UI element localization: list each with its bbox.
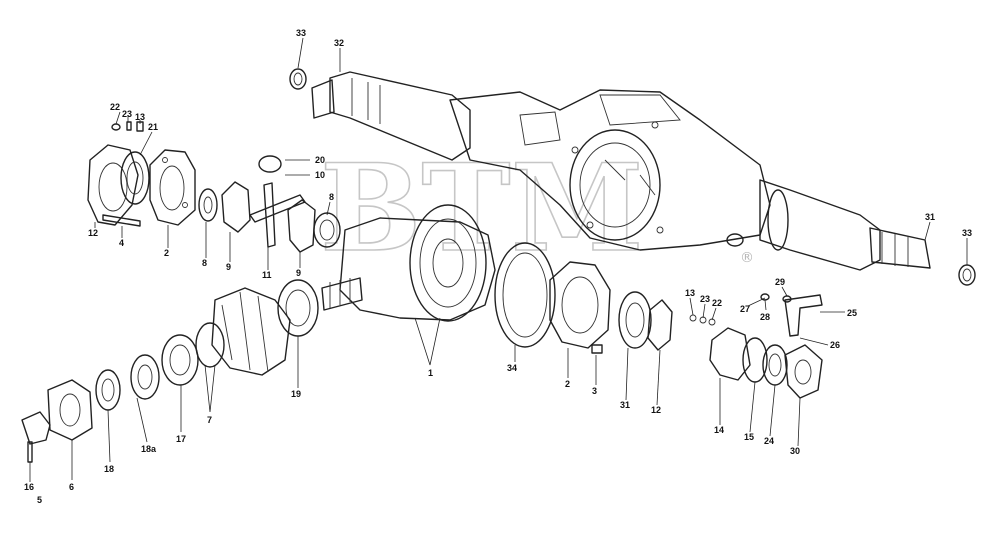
callout-28: 28 bbox=[760, 312, 770, 322]
callout-19: 19 bbox=[291, 389, 301, 399]
callout-31-mid: 31 bbox=[620, 400, 630, 410]
callout-20: 20 bbox=[315, 155, 325, 165]
callout-8-upper: 8 bbox=[329, 192, 334, 202]
callout-2-right: 2 bbox=[565, 379, 570, 389]
callout-30: 30 bbox=[790, 446, 800, 456]
callout-31-right: 31 bbox=[925, 212, 935, 222]
left-differential-group bbox=[87, 121, 341, 253]
callout-11: 11 bbox=[262, 270, 272, 280]
callout-18a: 18a bbox=[141, 444, 157, 454]
callout-15: 15 bbox=[744, 432, 754, 442]
callout-33-top: 33 bbox=[296, 28, 306, 38]
callout-24: 24 bbox=[764, 436, 774, 446]
callout-16: 16 bbox=[24, 482, 34, 492]
callout-22-left: 22 bbox=[110, 102, 120, 112]
callout-29: 29 bbox=[775, 277, 785, 287]
callout-14: 14 bbox=[714, 425, 724, 435]
callout-6: 6 bbox=[69, 482, 74, 492]
callout-33-right: 33 bbox=[962, 228, 972, 238]
callout-23-right: 23 bbox=[700, 294, 710, 304]
callout-12-left: 12 bbox=[88, 228, 98, 238]
callout-7: 7 bbox=[207, 415, 212, 425]
callout-2-left: 2 bbox=[164, 248, 169, 258]
pinion-housing-group bbox=[21, 287, 291, 463]
seal-33-right bbox=[958, 264, 976, 286]
leader-lines bbox=[29, 37, 968, 482]
callout-9-right: 9 bbox=[296, 268, 301, 278]
seal-33-left bbox=[289, 68, 307, 90]
axle-housing bbox=[311, 71, 931, 271]
callout-26: 26 bbox=[830, 340, 840, 350]
callout-13-right: 13 bbox=[685, 288, 695, 298]
callout-13-left: 13 bbox=[135, 112, 145, 122]
callout-34: 34 bbox=[507, 363, 517, 373]
watermark-text: BTM bbox=[320, 138, 644, 279]
watermark-registered: ® bbox=[740, 250, 754, 266]
callout-5: 5 bbox=[37, 495, 42, 505]
watermark: BTM ® bbox=[319, 137, 754, 280]
callout-8-lower: 8 bbox=[202, 258, 207, 268]
callout-3: 3 bbox=[592, 386, 597, 396]
callout-9-left: 9 bbox=[226, 262, 231, 272]
callout-32: 32 bbox=[334, 38, 344, 48]
callout-23-left: 23 bbox=[122, 109, 132, 119]
callout-27: 27 bbox=[740, 304, 750, 314]
callout-25: 25 bbox=[847, 308, 857, 318]
callout-1: 1 bbox=[428, 368, 433, 378]
callout-17: 17 bbox=[176, 434, 186, 444]
callout-22-right: 22 bbox=[712, 298, 722, 308]
callout-12-right: 12 bbox=[651, 405, 661, 415]
callout-10: 10 bbox=[315, 170, 325, 180]
callout-18: 18 bbox=[104, 464, 114, 474]
callout-21: 21 bbox=[148, 122, 158, 132]
callout-4: 4 bbox=[119, 238, 124, 248]
callout-labels: 33 32 22 23 13 21 20 10 8 12 4 2 8 9 11 … bbox=[24, 28, 972, 505]
